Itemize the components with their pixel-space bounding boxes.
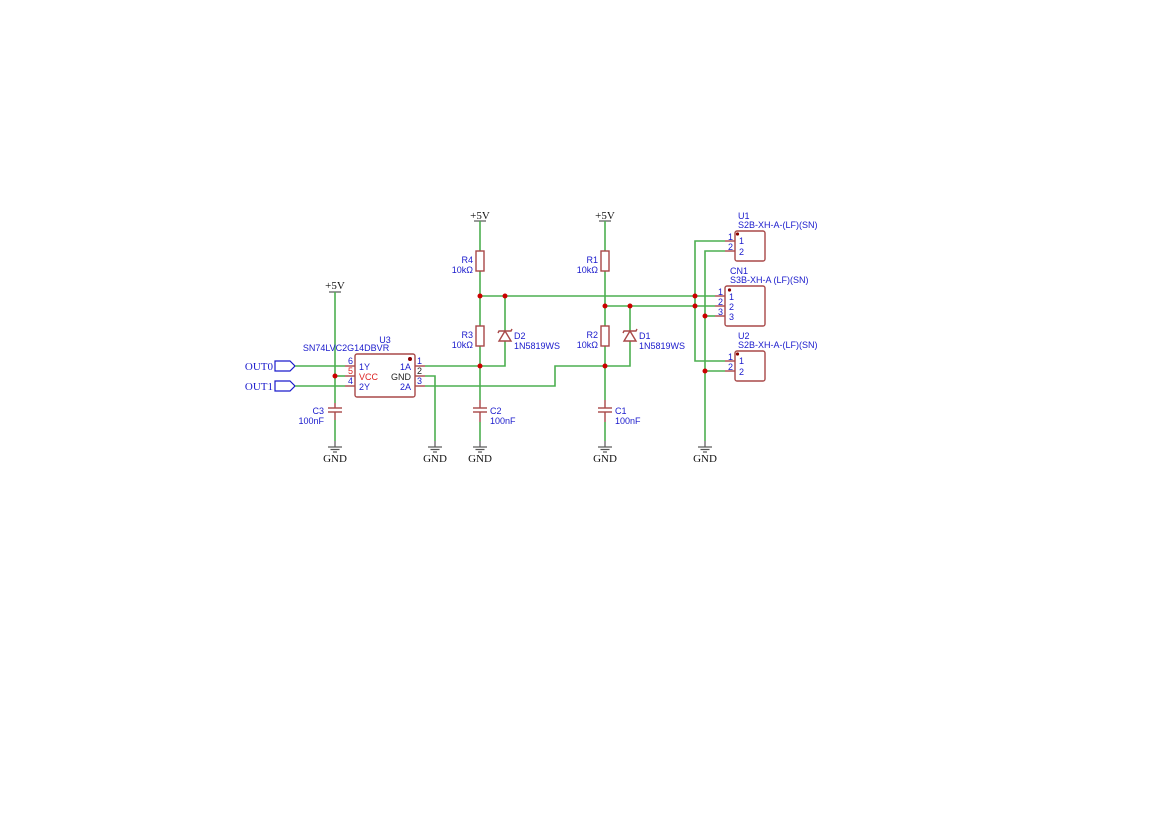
schematic-label: GND [593,453,617,465]
schematic-label: 2 [417,366,422,376]
schematic-label: S2B-XH-A-(LF)(SN) [738,340,818,350]
schematic-label: 1Y [359,362,370,372]
gnd-symbol-c3: GND [323,440,347,465]
wire-conn-gnd [704,250,725,441]
connector-u1: U1 S2B-XH-A-(LF)(SN) 1 2 1 2 [725,211,818,262]
schematic-label: 1 [728,352,733,362]
schematic-label: GND [323,453,347,465]
schematic-label: 1 [718,287,723,297]
wire-conn-pin1 [694,240,725,362]
capacitor-c1: C1 100nF [598,400,641,426]
schematic-label: 2 [728,362,733,372]
wire-u3-gnd [425,375,436,441]
capacitor-c3: C3 100nF [298,403,342,426]
schematic-label: R3 [461,330,473,340]
schematic-label: +5V [470,210,490,222]
schematic-label: +5V [595,210,615,222]
schematic-label: 100nF [490,416,516,426]
schematic-label: SN74LVC2G14DBVR [303,343,390,353]
schematic-label: 1A [400,362,411,372]
schematic-label: R4 [461,255,473,265]
port-out1[interactable]: OUT1 [245,380,296,393]
power-5v-u3: +5V [325,280,345,293]
schematic-label: 1 [417,356,422,366]
schematic-label: 4 [348,376,353,386]
gnd-symbol-connectors: GND [693,440,717,465]
schematic-label: GND [391,372,412,382]
schematic-label: 1N5819WS [514,341,560,351]
schematic-label: C3 [312,406,324,416]
schematic-label: 100nF [615,416,641,426]
schematic-label: R2 [586,330,598,340]
schematic-label: 2A [400,382,411,392]
schematic-label: 10kΩ [452,265,474,275]
schematic-label: 3 [417,376,422,386]
schematic-label: 100nF [298,416,324,426]
schematic-label: OUT0 [245,361,274,373]
schematic-label: 1 [729,292,734,302]
schematic-label: 2 [728,242,733,252]
schematic-label: VCC [359,372,379,382]
ic-u3: U3 SN74LVC2G14DBVR 6 5 4 1 2 3 1Y VCC 2Y… [303,335,425,398]
wire-2a [425,346,631,387]
schematic-label: GND [468,453,492,465]
schematic-label: C2 [490,406,502,416]
schematic-label: U2 [738,331,750,341]
schematic-label: 2 [729,302,734,312]
gnd-symbol-c2: GND [468,440,492,465]
connector-cn1: CN1 S3B-XH-A (LF)(SN) 1 2 3 1 2 3 [715,266,809,327]
schematic-label: 2 [739,367,744,377]
schematic-label: D1 [639,331,651,341]
gnd-symbol-u3: GND [423,440,447,465]
schematic-label: C1 [615,406,627,416]
resistor-r4: R4 10kΩ [452,250,485,275]
schematic-label: OUT1 [245,381,273,393]
schematic-label: U3 [379,335,391,345]
power-label: +5V [325,280,345,292]
schematic-label: 3 [729,312,734,322]
schematic-label: 10kΩ [577,340,599,350]
power-5v-r1: +5V [595,210,615,222]
diode-d1: D1 1N5819WS [622,306,685,351]
diode-d2: D2 1N5819WS [497,296,560,351]
schematic-label: GND [423,453,447,465]
schematic-label: S3B-XH-A (LF)(SN) [730,275,809,285]
schematic-label: 1N5819WS [639,341,685,351]
port-out0[interactable]: OUT0 [245,360,296,373]
schematic-label: 6 [348,356,353,366]
schematic-label: R1 [586,255,598,265]
gnd-symbol-c1: GND [593,440,617,465]
schematic-label: S2B-XH-A-(LF)(SN) [738,220,818,230]
schematic-label: 1 [739,236,744,246]
schematic-label: 5 [348,366,353,376]
schematic-label: 10kΩ [577,265,599,275]
power-5v-r4: +5V [470,210,490,222]
schematic-label: CN1 [730,266,748,276]
capacitor-c2: C2 100nF [473,400,516,426]
schematic-label: 2Y [359,382,370,392]
schematic-label: 2 [718,297,723,307]
connector-u2: U2 S2B-XH-A-(LF)(SN) 1 2 1 2 [725,331,818,382]
schematic-label: 1 [739,356,744,366]
schematic-label: U1 [738,211,750,221]
schematic-label: D2 [514,331,526,341]
resistor-r2: R2 10kΩ [577,325,610,350]
schematic-label: 10kΩ [452,340,474,350]
schematic-label: 3 [718,307,723,317]
wire-1a [425,346,506,367]
junction-dots [332,293,708,379]
schematic-label: 2 [739,247,744,257]
resistor-r3: R3 10kΩ [452,325,485,350]
schematic-label: 1 [728,232,733,242]
resistor-r1: R1 10kΩ [577,250,610,275]
schematic-label: GND [693,453,717,465]
